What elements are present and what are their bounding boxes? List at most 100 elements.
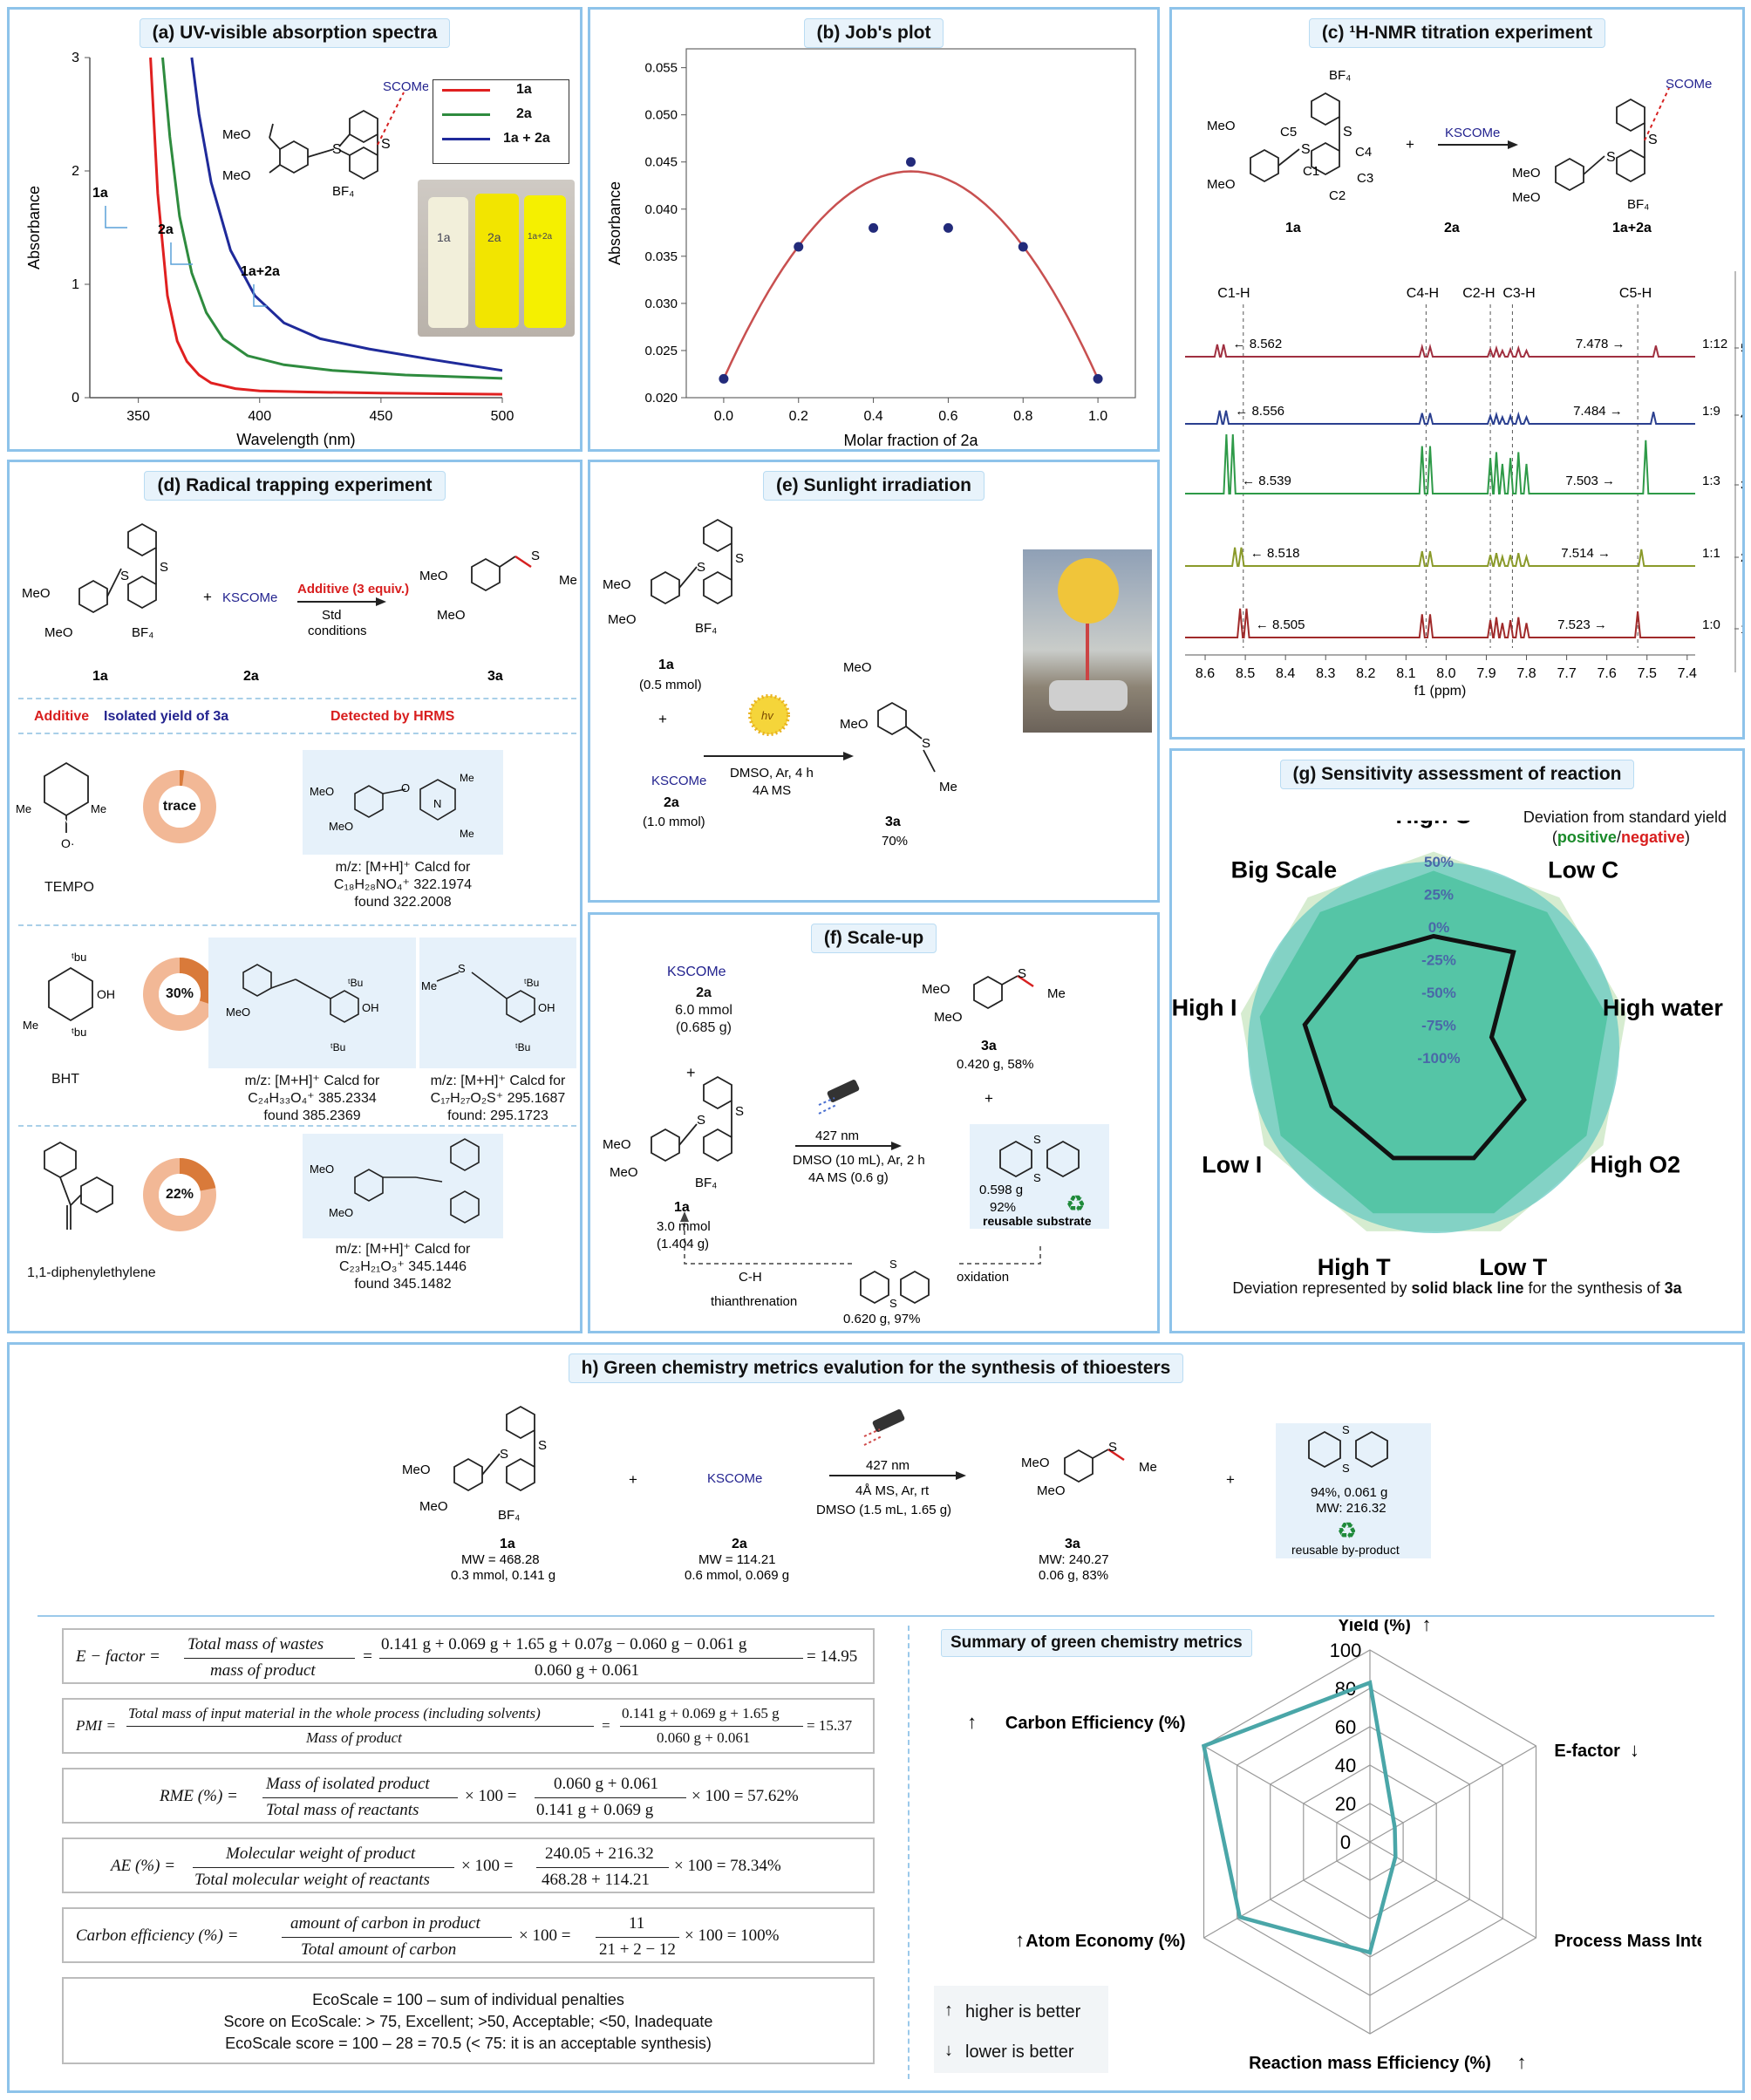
sens-ring-label: -75%	[1421, 1018, 1456, 1034]
ce-num2: 11	[629, 1914, 645, 1933]
radar-legend: ↑ higher is better ↓ lower is better	[934, 1986, 1108, 2073]
nmr-plus: +	[1406, 136, 1414, 153]
svg-text:BF₄: BF₄	[1329, 68, 1351, 83]
green-radar-series	[1201, 1680, 1398, 1955]
jobs-point	[794, 242, 804, 252]
nmr-c5-shift: 7.523 →	[1557, 617, 1607, 632]
uv-legend-1a: 1a	[516, 82, 532, 97]
jobs-point	[1018, 242, 1028, 252]
jobs-ytick-label: 0.045	[644, 155, 678, 170]
svg-text:S: S	[697, 1113, 705, 1128]
nmr-ratio: 1:0	[1702, 617, 1720, 632]
uv-ytick-label: 0	[72, 391, 79, 406]
pmi-lhs: PMI =	[76, 1717, 116, 1734]
uv-mol-meo2: MeO	[222, 168, 251, 183]
ce-res: × 100 = 100%	[685, 1926, 780, 1945]
jobs-ytick-label: 0.050	[644, 108, 678, 123]
panel-d: (d) Radical trapping experiment S S BF₄ …	[7, 460, 583, 1333]
vial-label-3: 1a+2a	[528, 232, 553, 242]
svg-text:MeO: MeO	[1512, 190, 1541, 205]
svg-text:BF₄: BF₄	[1627, 197, 1649, 212]
sens-ring-label: 25%	[1424, 887, 1454, 903]
uv-molecule: S S MeO MeO BF₄ SCOMe	[222, 79, 428, 199]
donut-fill	[179, 1158, 216, 1192]
jobs-ytick-label: 0.020	[644, 391, 678, 406]
trap-row3-hrms3: found 345.1482	[354, 1277, 452, 1292]
svg-text:S: S	[697, 560, 705, 575]
uv-xlabel: Wavelength (nm)	[236, 431, 355, 448]
svg-text:BF₄: BF₄	[498, 1508, 520, 1523]
nmr-spectrum-4	[1185, 410, 1695, 425]
trap-label-2a: 2a	[243, 669, 259, 684]
green-plus2: +	[1226, 1471, 1235, 1488]
panel-h-title: h) Green chemistry metrics evalution for…	[568, 1353, 1184, 1383]
trap-row2b-hrms1: m/z: [M+H]⁺ Calcd for	[430, 1074, 566, 1088]
svg-text:MeO: MeO	[402, 1462, 431, 1477]
scale-oxidation: oxidation	[957, 1270, 1009, 1285]
scale-1a-amt1: 3.0 mmol	[657, 1219, 711, 1234]
svg-text:MeO: MeO	[608, 612, 637, 627]
nmr-c1-shift: ← 8.505	[1256, 617, 1305, 632]
scale-2a-amt2: (0.685 g)	[675, 1020, 732, 1035]
sun-label-3a: 3a	[885, 815, 901, 829]
svg-text:S: S	[1342, 1462, 1350, 1475]
trap-row2b-hrms3: found: 295.1723	[447, 1108, 548, 1123]
rme-den2: 0.141 g + 0.069 g	[536, 1801, 654, 1819]
ce-lhs: Carbon efficiency (%) =	[76, 1926, 239, 1945]
donut-hole	[159, 1174, 201, 1216]
svg-text:MeO: MeO	[922, 982, 950, 997]
green-radar-axis-arrow: ↑	[1517, 2051, 1527, 2073]
svg-text:ᵗBu: ᵗBu	[515, 1041, 530, 1053]
nmr-c1-shift: ← 8.556	[1235, 404, 1284, 419]
sens-slash: /	[1616, 828, 1621, 846]
nmr-c5: C5	[1280, 125, 1297, 140]
svg-text:S: S	[1606, 150, 1616, 165]
donut-hole	[159, 786, 201, 828]
svg-text:S: S	[1301, 142, 1311, 157]
svg-text:MeO: MeO	[419, 569, 448, 583]
svg-text:ᵗbu: ᵗbu	[72, 951, 86, 964]
svg-text:Me: Me	[91, 802, 106, 815]
scale-thianthrenation: thianthrenation	[711, 1294, 797, 1309]
sens-axis-label: Low C	[1548, 856, 1618, 883]
trap-row2b-hrms2: C₁₇H₂₇O₂S⁺ 295.1687	[430, 1091, 566, 1106]
panel-c-title: (c) ¹H-NMR titration experiment	[1308, 18, 1606, 48]
scale-label-2a: 2a	[696, 985, 712, 1000]
scale-bp-yield: 92%	[990, 1200, 1016, 1215]
svg-text:S: S	[1342, 1423, 1350, 1436]
sens-deviation-line	[1302, 933, 1527, 1161]
trap-row1-hrms1: m/z: [M+H]⁺ Calcd for	[335, 860, 471, 875]
green-radar-tick: 40	[1335, 1755, 1356, 1776]
uv-mol-anion: SCOMe	[383, 79, 428, 94]
jobs-ytick-label: 0.040	[644, 202, 678, 217]
sens-axis-label: Low I	[1202, 1152, 1262, 1178]
scale-label-1a: 1a	[674, 1200, 690, 1215]
svg-text:S: S	[1018, 966, 1026, 981]
nmr-index: 3	[1741, 478, 1745, 493]
metric-rme: RME (%) = Mass of isolated product Total…	[62, 1768, 875, 1824]
svg-text:S: S	[922, 736, 930, 751]
panel-g: (g) Sensitivity assessment of reaction D…	[1169, 748, 1745, 1333]
panel-d-title: (d) Radical trapping experiment	[144, 471, 446, 501]
trap-cond3: conditions	[308, 624, 367, 638]
ae-times: × 100 =	[461, 1857, 514, 1875]
green-scheme: S S S S BF₄ MeO MeO MeO MeO S Me + KSCOM…	[402, 1405, 1431, 1583]
sun-reagent: KSCOMe	[651, 774, 706, 788]
ae-res: × 100 = 78.34%	[674, 1857, 781, 1875]
scale-bp-label: reusable substrate	[983, 1214, 1092, 1228]
nmr-c1-shift: ← 8.539	[1242, 474, 1291, 488]
svg-text:S: S	[735, 1104, 744, 1119]
nmr-xlabel: f1 (ppm)	[1414, 684, 1467, 699]
svg-text:MeO: MeO	[840, 717, 869, 732]
scale-sulfoxide: 0.620 g, 97%	[843, 1312, 920, 1326]
bht-structure: OH ᵗbu ᵗbu Me	[23, 951, 115, 1039]
trap-row3-yield: 22%	[165, 1187, 194, 1202]
jobs-xlabel: Molar fraction of 2a	[843, 432, 978, 449]
sens-footer-pre: Deviation represented by	[1232, 1279, 1412, 1297]
uv-ytick-label: 2	[72, 164, 79, 179]
green-label-3a: 3a	[1065, 1537, 1080, 1551]
nmr-c1: C1	[1303, 164, 1319, 179]
